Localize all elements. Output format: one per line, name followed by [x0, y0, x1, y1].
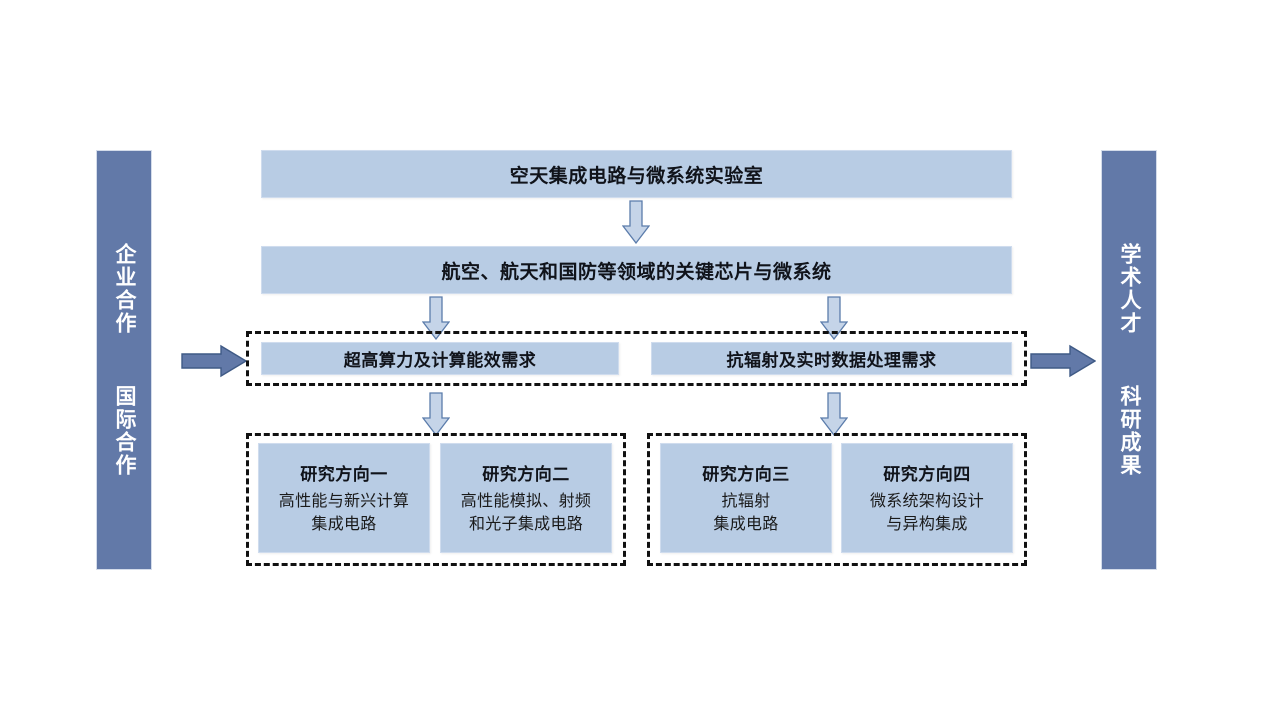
arrow-down-key-to-req2-icon — [820, 296, 848, 340]
research-direction-2-line1: 高性能模拟、射频 — [460, 492, 592, 510]
arrow-down-key-to-req1-icon — [422, 296, 450, 340]
requirement-2-label: 抗辐射及实时数据处理需求 — [726, 351, 937, 370]
research-direction-4-line1: 微系统架构设计 — [869, 492, 985, 510]
requirement-box-2: 抗辐射及实时数据处理需求 — [651, 342, 1012, 375]
right-bar-label: 学术人才 科研成果 — [1118, 243, 1142, 477]
requirements-group-frame — [246, 331, 1027, 386]
research-direction-4-title: 研究方向四 — [883, 464, 971, 484]
research-direction-card-4: 研究方向四 微系统架构设计 与异构集成 — [841, 443, 1013, 553]
research-direction-3-line1: 抗辐射 — [721, 492, 771, 510]
research-direction-card-3: 研究方向三 抗辐射 集成电路 — [660, 443, 832, 553]
requirement-box-1: 超高算力及计算能效需求 — [261, 342, 619, 375]
research-direction-2-line2: 和光子集成电路 — [468, 516, 584, 533]
research-direction-1-line1: 高性能与新兴计算 — [278, 492, 410, 510]
arrow-down-lab-to-key-icon — [622, 200, 650, 244]
left-input-bar: 企业合作 国际合作 — [96, 150, 152, 570]
research-direction-3-line2: 集成电路 — [713, 516, 779, 533]
research-direction-1-title: 研究方向一 — [300, 464, 388, 484]
research-direction-4-line2: 与异构集成 — [886, 516, 968, 533]
lab-title-label: 空天集成电路与微系统实验室 — [509, 165, 764, 187]
lab-title-box: 空天集成电路与微系统实验室 — [261, 150, 1012, 198]
left-bar-label: 企业合作 国际合作 — [113, 243, 137, 477]
arrow-right-input-icon — [181, 344, 247, 378]
research-direction-card-1: 研究方向一 高性能与新兴计算 集成电路 — [258, 443, 430, 553]
research-direction-card-2: 研究方向二 高性能模拟、射频 和光子集成电路 — [440, 443, 612, 553]
arrow-down-req2-to-directions-icon — [820, 392, 848, 436]
directions-group-frame-left — [246, 433, 626, 566]
arrow-right-output-icon — [1030, 344, 1096, 378]
research-direction-1-line2: 集成电路 — [311, 516, 377, 533]
key-domain-label: 航空、航天和国防等领域的关键芯片与微系统 — [441, 261, 832, 283]
directions-group-frame-right — [647, 433, 1027, 566]
research-direction-3-title: 研究方向三 — [702, 464, 790, 484]
research-direction-2-title: 研究方向二 — [482, 464, 570, 484]
requirement-1-label: 超高算力及计算能效需求 — [343, 351, 537, 370]
key-domain-box: 航空、航天和国防等领域的关键芯片与微系统 — [261, 246, 1012, 294]
right-output-bar: 学术人才 科研成果 — [1101, 150, 1157, 570]
arrow-down-req1-to-directions-icon — [422, 392, 450, 436]
